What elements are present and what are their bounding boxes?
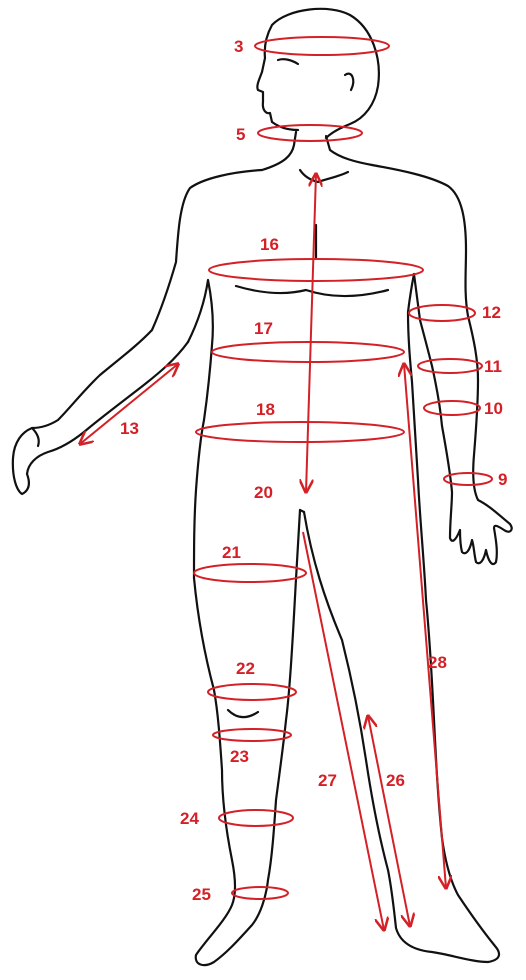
guide-11-ellipse: [418, 359, 482, 373]
guide-26-arrow: [368, 716, 410, 926]
label-22: 22: [236, 659, 255, 678]
label-23: 23: [230, 747, 249, 766]
collar-line: [300, 170, 348, 182]
length-guides: [80, 174, 446, 930]
label-9: 9: [498, 470, 507, 489]
label-24: 24: [180, 809, 199, 828]
circumference-guides: [194, 37, 492, 899]
guide-5-ellipse: [258, 125, 362, 141]
guide-3-ellipse: [255, 37, 389, 55]
guide-16-ellipse: [209, 259, 423, 281]
label-28: 28: [428, 653, 447, 672]
label-10: 10: [484, 399, 503, 418]
head-outline: [257, 9, 379, 138]
label-13: 13: [120, 419, 139, 438]
label-26: 26: [386, 771, 405, 790]
guide-20-arrow: [306, 174, 316, 492]
label-18: 18: [256, 400, 275, 419]
guide-25-ellipse: [232, 887, 288, 899]
label-12: 12: [482, 303, 501, 322]
label-27: 27: [318, 771, 337, 790]
guide-17-ellipse: [212, 342, 404, 362]
label-16: 16: [260, 235, 279, 254]
label-17: 17: [254, 319, 273, 338]
label-21: 21: [222, 543, 241, 562]
guide-23-ellipse: [213, 729, 291, 741]
left-knee-cap: [228, 710, 258, 717]
guide-10-ellipse: [424, 401, 480, 415]
label-25: 25: [192, 885, 211, 904]
left-hand-thumb: [32, 428, 39, 446]
right-torso-side: [408, 274, 414, 382]
label-20: 20: [254, 483, 273, 502]
left-arm-outline: [13, 170, 262, 494]
guide-22-ellipse: [208, 684, 296, 700]
right-leg-outline: [304, 382, 499, 962]
guide-21-ellipse: [194, 564, 306, 582]
label-3: 3: [234, 37, 243, 56]
guide-18-ellipse: [196, 422, 404, 442]
label-5: 5: [236, 125, 245, 144]
guide-28-arrow: [404, 364, 446, 888]
eyebrow: [278, 59, 298, 64]
label-11: 11: [484, 357, 502, 376]
ear: [345, 74, 353, 90]
guide-24-ellipse: [219, 810, 293, 826]
